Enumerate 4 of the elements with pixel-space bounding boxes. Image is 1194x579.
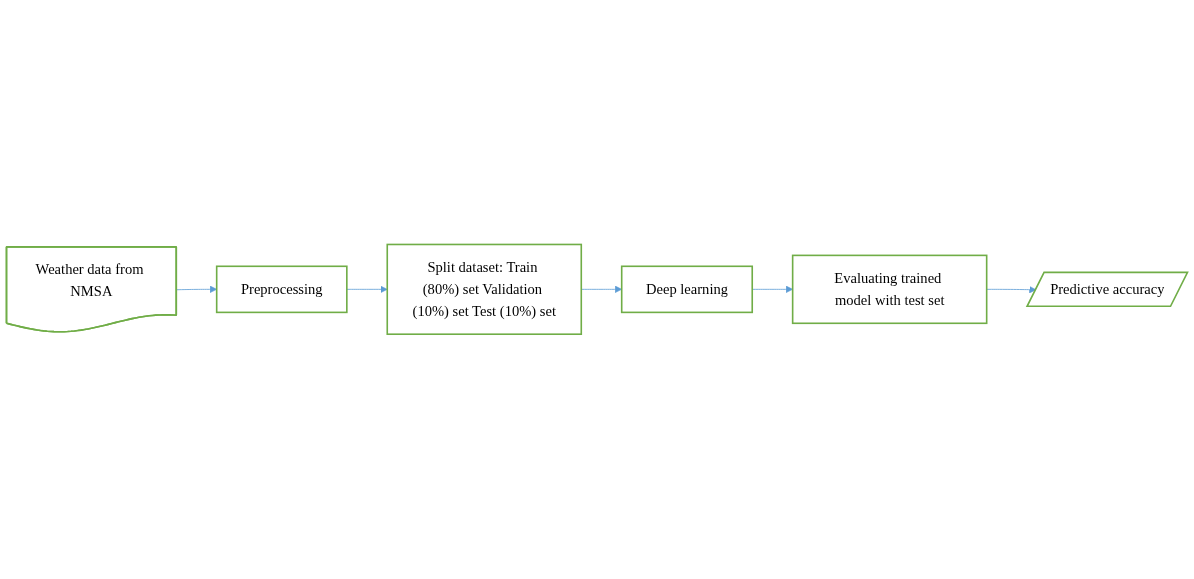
node-box: Preprocessing <box>215 265 348 314</box>
node-box: Evaluating trained model with test set <box>791 254 988 325</box>
node-box: Split dataset: Train (80%) set Validation (10%) set Test (10%) set <box>386 243 583 336</box>
node-box: Deep learning <box>620 265 754 314</box>
